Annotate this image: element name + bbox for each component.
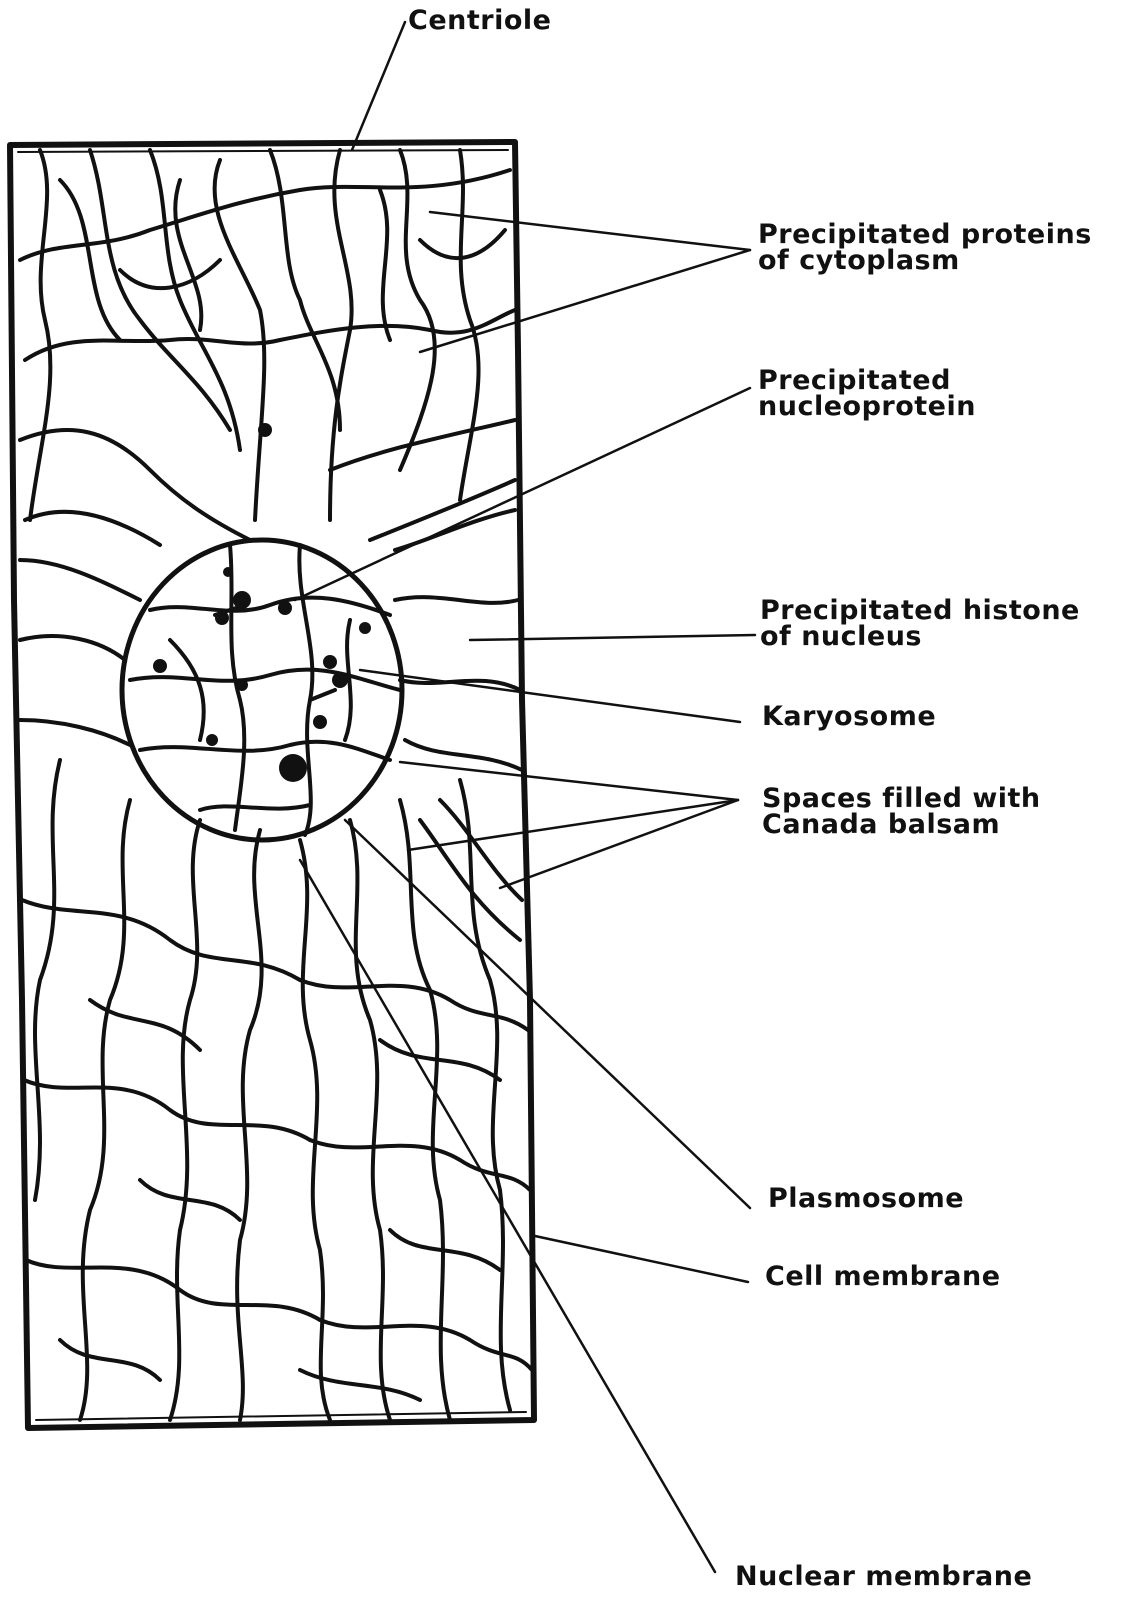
label-line: of cytoplasm: [758, 248, 1092, 274]
label-cell-membrane-text: Cell membrane: [765, 1264, 1001, 1290]
label-plasmosome: Plasmosome: [768, 1186, 964, 1212]
label-histone: Precipitated histone of nucleus: [760, 598, 1080, 650]
cell-membrane: [10, 142, 534, 1428]
label-cell-membrane: Cell membrane: [765, 1264, 1001, 1290]
label-nuclear-membrane-text: Nuclear membrane: [735, 1564, 1032, 1590]
label-proteins-cytoplasm: Precipitated proteins of cytoplasm: [758, 222, 1092, 274]
label-centriole: Centriole: [408, 8, 551, 34]
nucleus: [122, 540, 402, 840]
centriole: [258, 423, 272, 437]
karyosome-granule: [233, 591, 251, 609]
label-plasmosome-text: Plasmosome: [768, 1186, 964, 1212]
label-karyosome-text: Karyosome: [762, 704, 936, 730]
label-line: nucleoprotein: [758, 394, 976, 420]
label-centriole-text: Centriole: [408, 8, 551, 34]
label-line: Canada balsam: [762, 812, 1041, 838]
label-karyosome: Karyosome: [762, 704, 936, 730]
label-spaces: Spaces filled with Canada balsam: [762, 786, 1041, 838]
label-nucleoprotein: Precipitated nucleoprotein: [758, 368, 976, 420]
label-line: of nucleus: [760, 624, 1080, 650]
label-nuclear-membrane: Nuclear membrane: [735, 1564, 1032, 1590]
nuclear-membrane: [122, 540, 402, 840]
plasmosome: [279, 754, 307, 782]
